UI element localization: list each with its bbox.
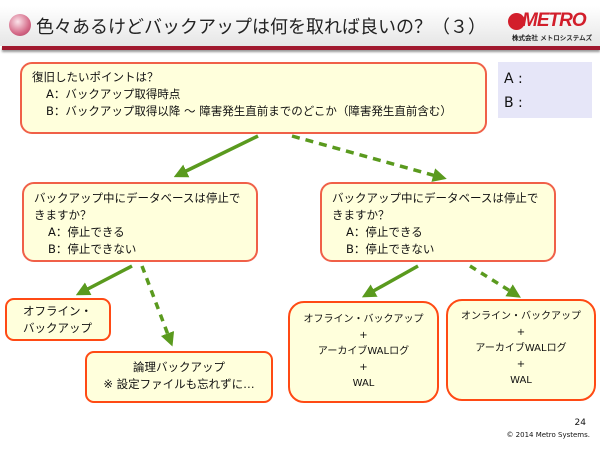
arrow-b-top	[291, 134, 447, 182]
legend-b-label: B :	[504, 95, 523, 111]
online-wal-box: オンライン・バックアップ + アーカイブWALログ + WAL	[446, 299, 596, 401]
arrow-a-top	[173, 134, 259, 178]
option-b-text: B：停止できない	[48, 242, 137, 256]
logo-text: METRO	[522, 10, 587, 31]
question-text: きますか？	[34, 208, 92, 222]
plus-text: +	[359, 330, 368, 341]
right-question-box: バックアップ中にデータベースは停止で きますか？ A：停止できる B：停止できな…	[320, 182, 556, 262]
result-text: オフライン・	[23, 304, 92, 318]
header-divider	[2, 46, 600, 50]
result-text: バックアップ	[23, 321, 92, 335]
result-text: オフライン・バックアップ	[303, 314, 424, 325]
plus-text: +	[359, 362, 368, 373]
header-bar	[0, 6, 600, 46]
offline-backup-box: オフライン・ バックアップ	[5, 298, 111, 341]
result-text: オンライン・バックアップ	[461, 311, 581, 322]
question-box: 復旧したいポイントは？ A：バックアップ取得時点 B：バックアップ取得以降 ～ …	[20, 62, 487, 134]
plus-text: +	[516, 327, 526, 338]
page-number: 24	[574, 418, 586, 428]
logical-backup-box: 論理バックアップ ※ 設定ファイルも忘れずに…	[85, 351, 273, 403]
result-text: WAL	[510, 375, 532, 386]
option-a-text: A：停止できる	[48, 225, 125, 239]
question-text: 復旧したいポイントは？	[32, 70, 159, 84]
option-b-text: B：バックアップ取得以降 ～ 障害発生直前までのどこか（障害発生直前含む）	[46, 104, 452, 118]
question-text: バックアップ中にデータベースは停止で	[34, 191, 241, 205]
arrow-a-right	[361, 264, 419, 298]
question-text: きますか？	[332, 208, 390, 222]
legend: A : B :	[498, 62, 592, 118]
metro-logo: METRO 株式会社 メトロシステムズ	[508, 10, 596, 42]
arrow-b-left	[140, 265, 175, 347]
arrow-b-right	[469, 264, 521, 298]
result-text: アーカイブWALログ	[317, 346, 410, 357]
left-question-box: バックアップ中にデータベースは停止で きますか？ A：停止できる B：停止できな…	[22, 182, 258, 262]
plus-text: +	[516, 359, 526, 370]
copyright: © 2014 Metro Systems.	[506, 431, 590, 439]
offline-wal-box: オフライン・バックアップ + アーカイブWALログ + WAL	[288, 301, 439, 403]
option-b-text: B：停止できない	[346, 242, 435, 256]
result-text: アーカイブWALログ	[475, 343, 567, 354]
title-bullet-icon	[9, 14, 31, 36]
arrow-a-left	[75, 264, 133, 296]
logo-subtext: 株式会社 メトロシステムズ	[512, 34, 593, 42]
option-a-text: A：停止できる	[346, 225, 423, 239]
result-text: 論理バックアップ	[133, 360, 225, 374]
legend-a-label: A :	[504, 71, 523, 87]
logo-mark-icon	[508, 13, 525, 30]
result-text: WAL	[352, 378, 375, 389]
page-title: 色々あるけどバックアップは何を取れば良いの？（３）	[36, 17, 486, 38]
result-note: ※ 設定ファイルも忘れずに…	[103, 377, 255, 391]
option-a-text: A：バックアップ取得時点	[46, 87, 181, 101]
question-text: バックアップ中にデータベースは停止で	[332, 191, 539, 205]
